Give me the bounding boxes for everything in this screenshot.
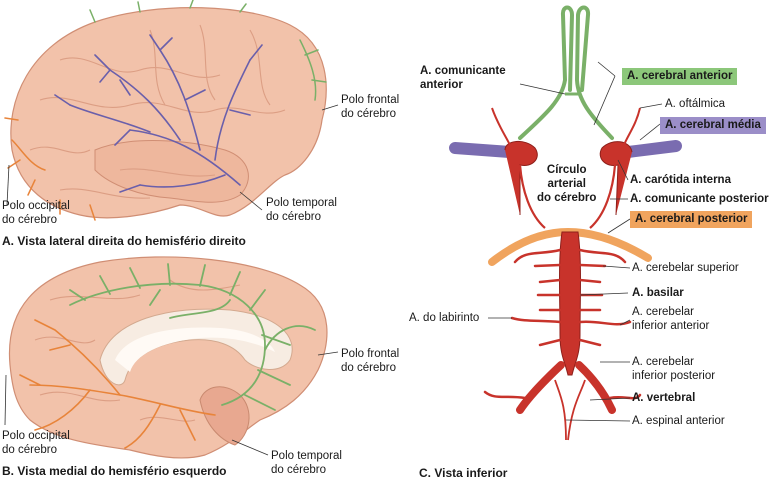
label-posterior-cerebral-artery: A. cerebral posterior xyxy=(630,211,753,228)
label-internal-carotid-artery: A. carótida interna xyxy=(630,174,731,186)
label-anterior-spinal-artery: A. espinal anterior xyxy=(632,415,725,427)
anterior-spinal-artery xyxy=(554,379,586,441)
anterior-cerebral-medial-course xyxy=(69,263,316,411)
lateral-gyri xyxy=(29,24,286,199)
panel-a-occipital-pole-label: Polo occipital do cérebro xyxy=(2,200,70,226)
vertebral-artery-right xyxy=(575,361,616,414)
leader-lines xyxy=(488,61,663,422)
middle-cerebral-branches xyxy=(54,34,263,193)
posterior-communicating-arteries xyxy=(518,164,617,229)
internal-carotid-right xyxy=(599,141,633,216)
anterior-cerebral-artery-left xyxy=(518,5,575,140)
label-superior-cerebellar-artery: A. cerebelar superior xyxy=(632,262,739,274)
middle-cerebral-artery-left xyxy=(449,142,516,158)
medial-brain-drawing xyxy=(4,256,339,459)
posterior-cerebral-edge-branches xyxy=(4,117,96,221)
label-posterior-communicating-artery: A. comunicante posterior xyxy=(630,193,769,205)
lateral-brain-surface xyxy=(10,7,327,219)
panel-a-temporal-pole-label: Polo temporal do cérebro xyxy=(266,197,337,223)
label-anterior-inferior-cerebellar-artery: A. cerebelar inferior anterior xyxy=(632,306,710,332)
label-posterior-inferior-cerebellar-artery: A. cerebelar inferior posterior xyxy=(632,356,716,382)
panel-b-occipital-pole-label: Polo occipital do cérebro xyxy=(2,430,70,456)
label-basilar-artery: A. basilar xyxy=(632,287,684,299)
lateral-brain-drawing xyxy=(4,0,339,221)
label-vertebral-artery: A. vertebral xyxy=(632,392,696,404)
medial-brainstem-cut xyxy=(199,386,250,446)
panel-a-frontal-pole-label: Polo frontal do cérebro xyxy=(341,94,400,120)
posterior-cerebral-medial-course xyxy=(19,319,216,449)
label-middle-cerebral-artery: A. cerebral média xyxy=(660,117,766,134)
anterior-cerebral-edge-branches xyxy=(89,0,327,101)
label-anterior-cerebral-artery: A. cerebral anterior xyxy=(622,68,738,85)
basilar-artery xyxy=(559,231,581,376)
caption-panel-a: A. Vista lateral direita do hemisfério d… xyxy=(2,234,246,248)
corpus-callosum-inner xyxy=(115,327,275,372)
label-labyrinthine-artery: A. do labirinto xyxy=(409,312,480,324)
middle-cerebral-artery-right xyxy=(622,140,682,158)
anterior-cerebral-artery-right xyxy=(574,5,614,140)
vertebral-artery-left xyxy=(516,361,565,414)
ophthalmic-arteries xyxy=(491,107,641,146)
panel-b-frontal-pole-label: Polo frontal do cérebro xyxy=(341,348,400,374)
circle-of-willis-drawing xyxy=(449,5,682,441)
caption-panel-b: B. Vista medial do hemisfério esquerdo xyxy=(2,464,227,478)
label-circle-of-willis: Círculo arterial do cérebro xyxy=(537,164,597,204)
label-ophthalmic-artery: A. oftálmica xyxy=(665,98,726,110)
corpus-callosum xyxy=(99,308,293,386)
label-anterior-communicating-artery: A. comunicante anterior xyxy=(420,65,506,91)
panel-b-temporal-pole-label: Polo temporal do cérebro xyxy=(271,450,342,476)
caption-panel-c: C. Vista inferior xyxy=(419,466,508,480)
